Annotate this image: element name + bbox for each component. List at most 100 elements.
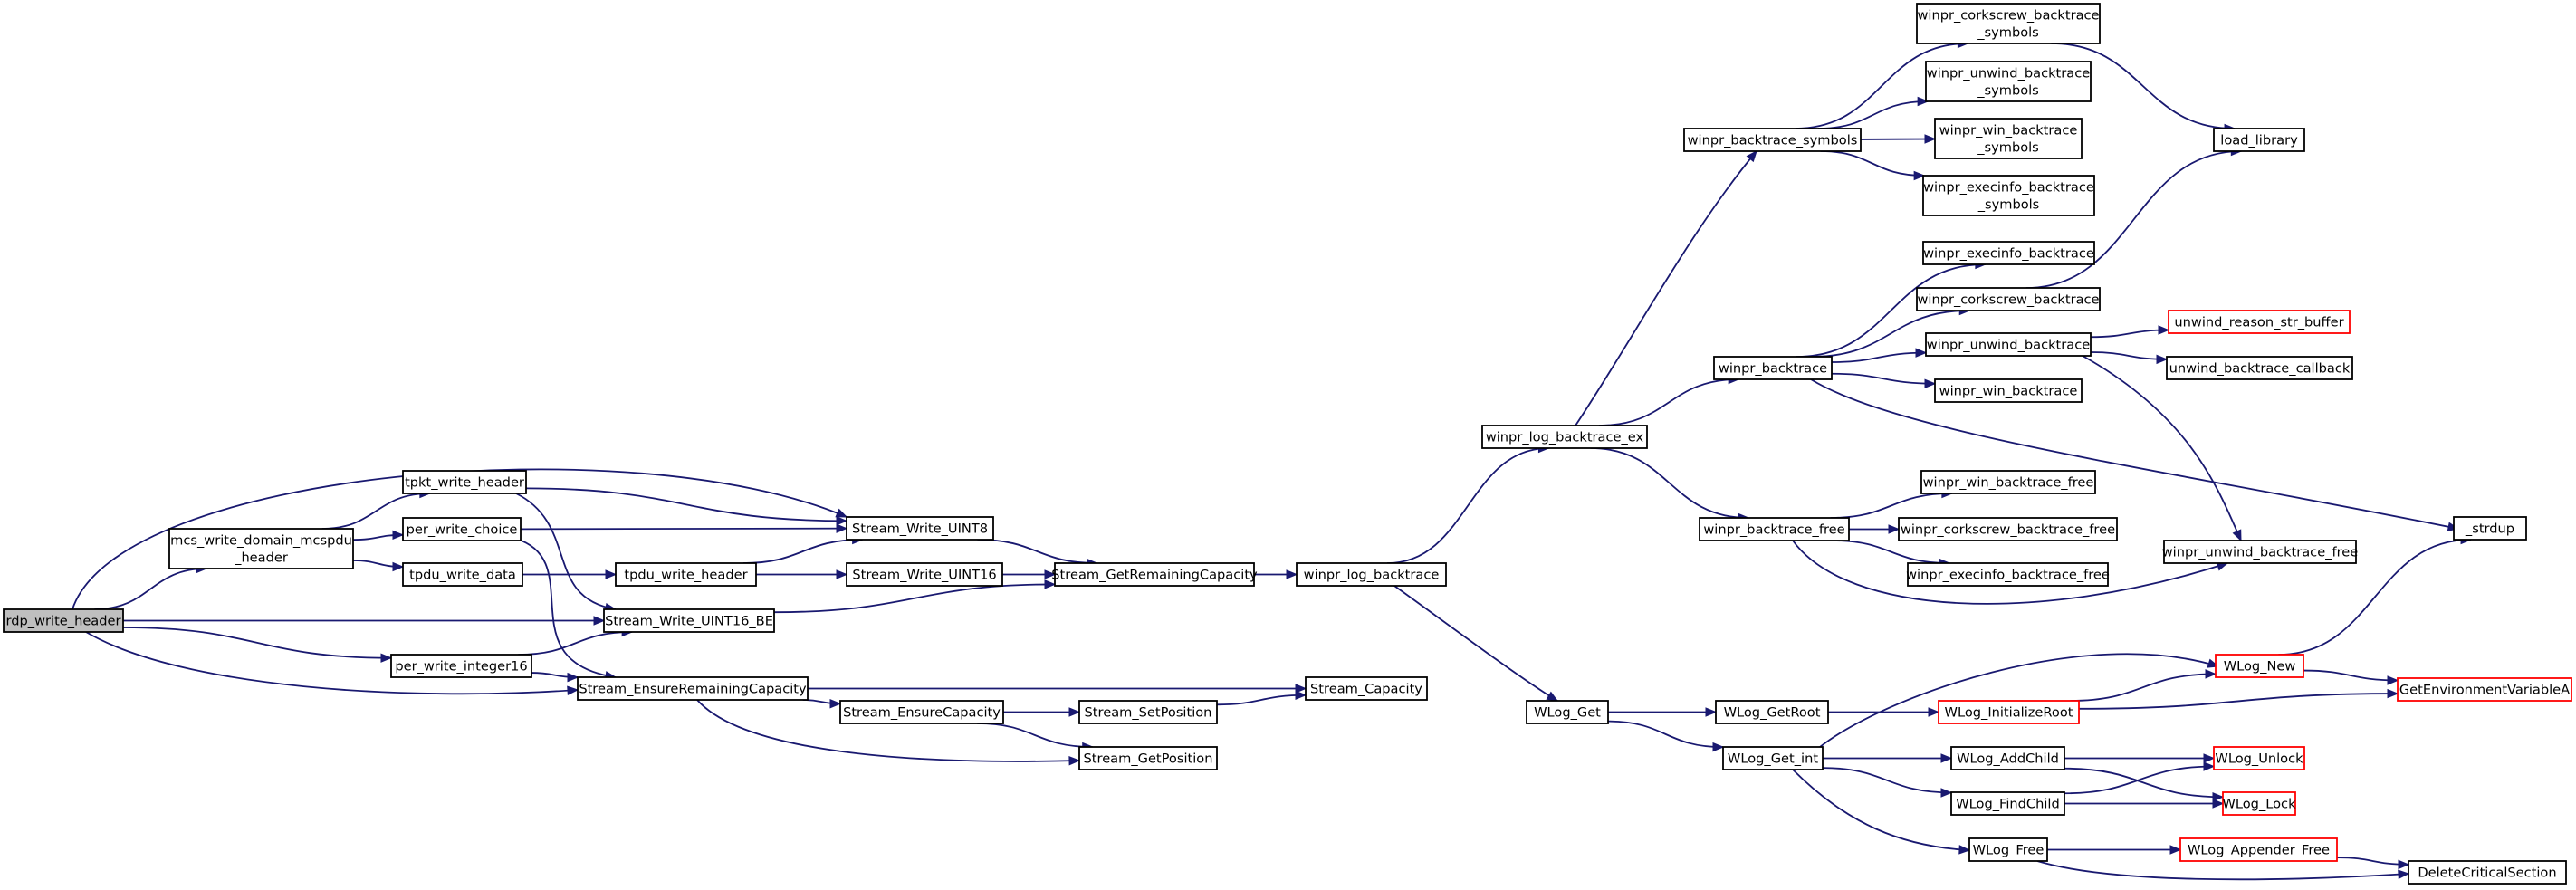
node-box[interactable] [1916, 3, 2101, 44]
node-box[interactable] [1715, 700, 1829, 724]
node-winpr_win_backtrace[interactable]: winpr_win_backtrace [1934, 378, 2083, 403]
node-winpr_backtrace_symbols[interactable]: winpr_backtrace_symbols [1683, 128, 1862, 152]
node-box[interactable] [1481, 425, 1648, 449]
node-winpr_log_backtrace[interactable]: winpr_log_backtrace [1296, 562, 1447, 587]
node-winpr_backtrace[interactable]: winpr_backtrace [1713, 356, 1833, 380]
node-box[interactable] [846, 516, 994, 541]
node-DeleteCriticalSection[interactable]: DeleteCriticalSection [2408, 860, 2567, 885]
node-box[interactable] [1950, 746, 2065, 770]
node-box[interactable] [1907, 562, 2109, 587]
node-box[interactable] [577, 676, 809, 701]
node-Stream_EnsureRemainingCapacity[interactable]: Stream_EnsureRemainingCapacity [577, 676, 809, 701]
node-box[interactable] [402, 562, 523, 587]
node-box[interactable] [1713, 356, 1833, 380]
node-WLog_Free[interactable]: WLog_Free [1968, 837, 2048, 862]
node-rdp_write_header[interactable]: rdp_write_header [3, 608, 124, 633]
node-winpr_log_backtrace_ex[interactable]: winpr_log_backtrace_ex [1481, 425, 1648, 449]
node-WLog_Appender_Free[interactable]: WLog_Appender_Free [2179, 837, 2338, 862]
node-box[interactable] [2168, 310, 2351, 334]
node-winpr_win_backtrace_symbols[interactable]: winpr_win_backtrace_symbols [1934, 118, 2083, 159]
node-WLog_New[interactable]: WLog_New [2215, 654, 2304, 678]
node-box[interactable] [1078, 746, 1218, 770]
node-box[interactable] [2213, 128, 2305, 152]
node-box[interactable] [1920, 470, 2096, 494]
node-per_write_choice[interactable]: per_write_choice [402, 517, 522, 541]
node-box[interactable] [1683, 128, 1862, 152]
node-tpdu_write_data[interactable]: tpdu_write_data [402, 562, 523, 587]
node-box[interactable] [846, 562, 1003, 587]
node-GetEnvironmentVariableA[interactable]: GetEnvironmentVariableA [2397, 677, 2572, 702]
node-box[interactable] [402, 517, 522, 541]
node-Stream_Write_UINT8[interactable]: Stream_Write_UINT8 [846, 516, 994, 541]
node-Stream_Write_UINT16_BE[interactable]: Stream_Write_UINT16_BE [603, 608, 775, 633]
node-WLog_AddChild[interactable]: WLog_AddChild [1950, 746, 2065, 770]
node-box[interactable] [1934, 378, 2083, 403]
node-mcs_write_domain_mcspdu_header[interactable]: mcs_write_domain_mcspdu_header [168, 528, 354, 569]
node-box[interactable] [2213, 746, 2305, 770]
node-box[interactable] [1699, 517, 1850, 541]
node-box[interactable] [1925, 332, 2092, 357]
node-box[interactable] [615, 562, 757, 587]
node-Stream_Write_UINT16[interactable]: Stream_Write_UINT16 [846, 562, 1003, 587]
node-box[interactable] [1078, 700, 1218, 724]
node-box[interactable] [1898, 517, 2118, 541]
node-box[interactable] [2397, 677, 2572, 702]
node-unwind_reason_str_buffer[interactable]: unwind_reason_str_buffer [2168, 310, 2351, 334]
node-winpr_execinfo_backtrace[interactable]: winpr_execinfo_backtrace [1922, 241, 2095, 265]
node-box[interactable] [1938, 700, 2080, 724]
node-winpr_unwind_backtrace_free[interactable]: winpr_unwind_backtrace_free [2162, 540, 2359, 564]
node-unwind_backtrace_callback[interactable]: unwind_backtrace_callback [2166, 356, 2353, 380]
node-box[interactable] [2222, 791, 2296, 816]
node-WLog_Get_int[interactable]: WLog_Get_int [1722, 746, 1824, 770]
node-per_write_integer16[interactable]: per_write_integer16 [390, 654, 532, 678]
node-box[interactable] [1922, 175, 2095, 216]
node-box[interactable] [2453, 516, 2527, 541]
node-box[interactable] [168, 528, 354, 569]
node-load_library[interactable]: load_library [2213, 128, 2305, 152]
node-box[interactable] [402, 470, 527, 494]
node-box[interactable] [2179, 837, 2338, 862]
node-box[interactable] [390, 654, 532, 678]
node-box[interactable] [1305, 676, 1428, 701]
node-Stream_GetPosition[interactable]: Stream_GetPosition [1078, 746, 1218, 770]
node-Stream_SetPosition[interactable]: Stream_SetPosition [1078, 700, 1218, 724]
node-WLog_InitializeRoot[interactable]: WLog_InitializeRoot [1938, 700, 2080, 724]
node-winpr_corkscrew_backtrace_symbols[interactable]: winpr_corkscrew_backtrace_symbols [1916, 3, 2101, 44]
node-winpr_corkscrew_backtrace_free[interactable]: winpr_corkscrew_backtrace_free [1898, 517, 2118, 541]
node-box[interactable] [2215, 654, 2304, 678]
node-winpr_execinfo_backtrace_symbols[interactable]: winpr_execinfo_backtrace_symbols [1922, 175, 2095, 216]
node-box[interactable] [2163, 540, 2357, 564]
node-_strdup[interactable]: _strdup [2453, 516, 2527, 541]
node-box[interactable] [2408, 860, 2567, 885]
node-Stream_Capacity[interactable]: Stream_Capacity [1305, 676, 1428, 701]
node-box[interactable] [1722, 746, 1824, 770]
node-tpkt_write_header[interactable]: tpkt_write_header [402, 470, 527, 494]
node-WLog_Lock[interactable]: WLog_Lock [2222, 791, 2296, 816]
node-box[interactable] [1925, 61, 2092, 102]
node-winpr_unwind_backtrace[interactable]: winpr_unwind_backtrace [1925, 332, 2092, 357]
node-WLog_Get[interactable]: WLog_Get [1526, 700, 1609, 724]
node-box[interactable] [2166, 356, 2353, 380]
node-box[interactable] [1934, 118, 2083, 159]
node-WLog_Unlock[interactable]: WLog_Unlock [2213, 746, 2305, 770]
node-winpr_unwind_backtrace_symbols[interactable]: winpr_unwind_backtrace_symbols [1925, 61, 2092, 102]
node-box[interactable] [839, 700, 1004, 724]
node-box[interactable] [3, 608, 124, 633]
node-box[interactable] [603, 608, 775, 633]
node-Stream_EnsureCapacity[interactable]: Stream_EnsureCapacity [839, 700, 1004, 724]
node-box[interactable] [1054, 562, 1255, 587]
node-winpr_win_backtrace_free[interactable]: winpr_win_backtrace_free [1920, 470, 2096, 494]
node-box[interactable] [1950, 791, 2065, 816]
node-WLog_GetRoot[interactable]: WLog_GetRoot [1715, 700, 1829, 724]
node-WLog_FindChild[interactable]: WLog_FindChild [1950, 791, 2065, 816]
node-Stream_GetRemainingCapacity[interactable]: Stream_GetRemainingCapacity [1051, 562, 1258, 587]
node-winpr_corkscrew_backtrace[interactable]: winpr_corkscrew_backtrace [1916, 287, 2101, 311]
node-tpdu_write_header[interactable]: tpdu_write_header [615, 562, 757, 587]
node-box[interactable] [1916, 287, 2101, 311]
node-box[interactable] [1296, 562, 1447, 587]
node-winpr_backtrace_free[interactable]: winpr_backtrace_free [1699, 517, 1850, 541]
node-box[interactable] [1968, 837, 2048, 862]
node-box[interactable] [1922, 241, 2095, 265]
node-box[interactable] [1526, 700, 1609, 724]
node-winpr_execinfo_backtrace_free[interactable]: winpr_execinfo_backtrace_free [1906, 562, 2110, 587]
